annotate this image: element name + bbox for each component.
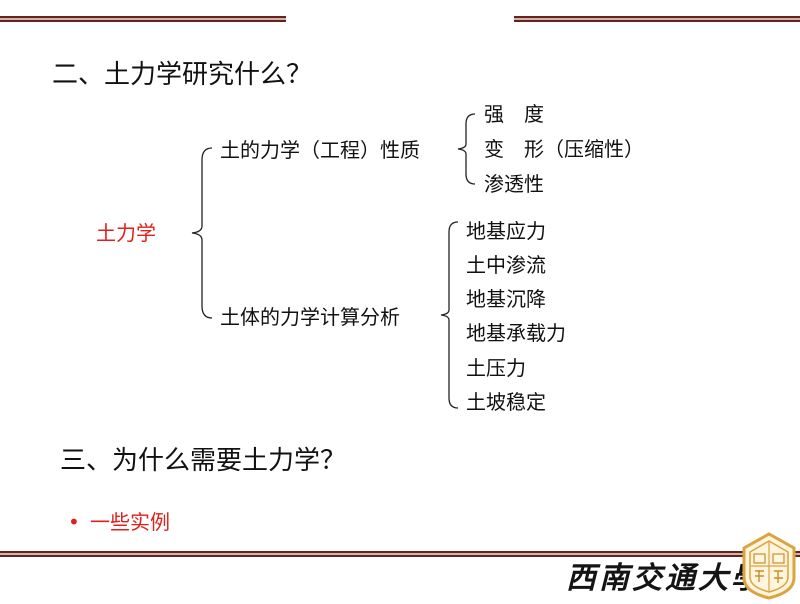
branch2-item: 地基应力 — [466, 219, 546, 243]
top-banner — [286, 10, 514, 28]
branch2-item: 土压力 — [466, 356, 526, 380]
example-bullet: 一些实例 — [90, 510, 170, 534]
branch1-label: 土的力学（工程）性质 — [220, 138, 420, 162]
branch2-item: 土坡稳定 — [466, 390, 546, 414]
branch2-brace — [440, 221, 459, 409]
branch2-item: 地基承载力 — [466, 321, 566, 345]
branch1-item: 强 度 — [484, 102, 544, 126]
branch2-label: 土体的力学计算分析 — [220, 305, 400, 329]
university-name: 西南交通大學 — [566, 561, 764, 596]
bullet-dot-icon: • — [68, 510, 80, 534]
tree-root: 土力学 — [96, 221, 156, 245]
branch1-brace — [457, 113, 476, 185]
branch1-item: 渗透性 — [484, 172, 544, 196]
branch1-item: 变 形（压缩性） — [484, 137, 644, 161]
branch2-item: 地基沉降 — [466, 287, 546, 311]
section-3-heading: 三、为什么需要土力学？ — [60, 446, 347, 476]
root-brace — [191, 147, 213, 319]
section-2-heading: 二、土力学研究什么？ — [52, 60, 313, 90]
bottom-rule — [0, 551, 800, 557]
branch2-item: 土中渗流 — [466, 253, 546, 277]
university-seal-icon — [738, 530, 800, 600]
